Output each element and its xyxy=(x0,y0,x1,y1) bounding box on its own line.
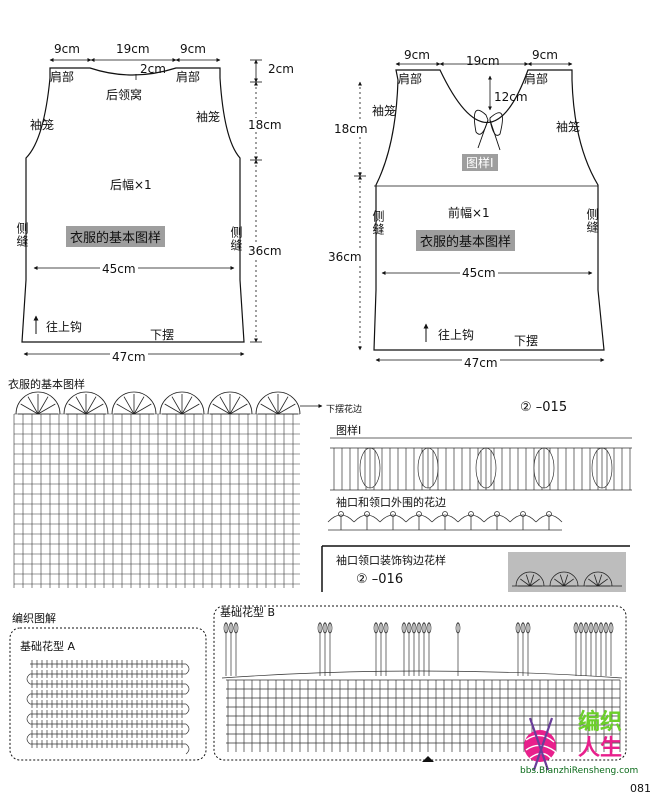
pattern-b-frame xyxy=(213,605,627,761)
pattern1-band xyxy=(330,437,632,491)
back-hem-width-dim: 47cm xyxy=(110,350,148,364)
front-neck-width-dim: 19cm xyxy=(466,54,500,68)
pattern-a-title: 基础花型 A xyxy=(20,640,76,653)
basic-pattern-title: 衣服的基本图样 xyxy=(8,378,85,391)
logo-line1: 编织 xyxy=(578,710,623,735)
front-side-seam-right: 侧缝 xyxy=(585,208,599,234)
front-upward-label: 往上钩 xyxy=(438,328,475,342)
back-chest-width-dim: 45cm xyxy=(100,262,138,276)
yarn-ball-icon xyxy=(524,717,557,771)
back-hem-label: 下摆 xyxy=(150,328,175,342)
back-shoulder-label-right: 肩部 xyxy=(176,70,201,84)
front-hem-width-dim: 47cm xyxy=(462,356,500,370)
chart-code-016: ② –016 xyxy=(356,572,404,587)
chart-code-015: ② –015 xyxy=(520,400,568,415)
back-height-top-dim: 2cm xyxy=(268,62,294,76)
page-number: 081 xyxy=(630,782,651,795)
front-panel-outline xyxy=(373,69,605,351)
pattern1-title: 图样Ⅰ xyxy=(336,424,362,437)
edge-trim-chart xyxy=(327,511,563,531)
back-shoulder-right-dim: 9cm xyxy=(180,42,206,56)
front-shoulder-left-dim: 9cm xyxy=(404,48,430,62)
front-neck-depth-dim: 12cm xyxy=(494,90,528,104)
front-shoulder-label-left: 肩部 xyxy=(398,72,423,86)
front-chest-width-dim: 45cm xyxy=(460,266,498,280)
back-side-seam-left: 侧缝 xyxy=(15,222,29,248)
back-neckline-label: 后领窝 xyxy=(106,88,143,102)
back-upward-label: 往上钩 xyxy=(46,320,83,334)
back-neck-depth-dim: 2cm xyxy=(140,62,166,76)
back-height-body-dim: 36cm xyxy=(248,244,282,258)
front-shoulder-label-right: 肩部 xyxy=(524,72,549,86)
front-side-seam-left: 侧缝 xyxy=(371,210,385,236)
pattern-a-frame xyxy=(9,627,207,761)
front-armhole-label-right: 袖笼 xyxy=(556,120,581,134)
front-pattern-band: 衣服的基本图样 xyxy=(416,230,516,251)
pattern-a-chart xyxy=(26,660,190,755)
back-armhole-label-right: 袖笼 xyxy=(196,110,221,124)
back-neck-width-dim: 19cm xyxy=(116,42,150,56)
back-panel-outline xyxy=(21,67,245,343)
front-shoulder-right-dim: 9cm xyxy=(532,48,558,62)
pattern-b-chart xyxy=(221,622,623,752)
basic-pattern-grid xyxy=(13,413,300,588)
front-height-body-dim: 36cm xyxy=(328,250,362,264)
back-panel-count: 后幅×1 xyxy=(110,178,152,192)
hem-edge-label: 下摆花边 xyxy=(326,405,363,415)
front-armhole-label-left: 袖笼 xyxy=(372,104,397,118)
front-height-armhole-dim: 18cm xyxy=(334,122,368,136)
front-sample-label: 图样Ⅰ xyxy=(462,154,498,171)
front-hem-label: 下摆 xyxy=(514,334,539,348)
back-side-seam-right: 侧缝 xyxy=(229,226,243,252)
hem-edge-fans xyxy=(15,391,301,415)
back-height-armhole-dim: 18cm xyxy=(248,118,282,132)
section-title: 编织图解 xyxy=(12,612,56,625)
logo-line2: 人生 xyxy=(578,736,623,761)
decor-box-title: 袖口领口装饰钩边花样 xyxy=(336,554,446,567)
back-shoulder-label-left: 肩部 xyxy=(50,70,75,84)
back-armhole-label-left: 袖笼 xyxy=(30,118,55,132)
back-pattern-band: 衣服的基本图样 xyxy=(66,226,166,247)
front-panel-count: 前幅×1 xyxy=(448,206,490,220)
pattern-b-title: 基础花型 B xyxy=(220,606,276,619)
back-shoulder-left-dim: 9cm xyxy=(54,42,80,56)
site-url: bbs.BianzhiRensheng.com xyxy=(520,766,639,776)
edge-trim-title: 袖口和领口外围的花边 xyxy=(336,496,446,509)
